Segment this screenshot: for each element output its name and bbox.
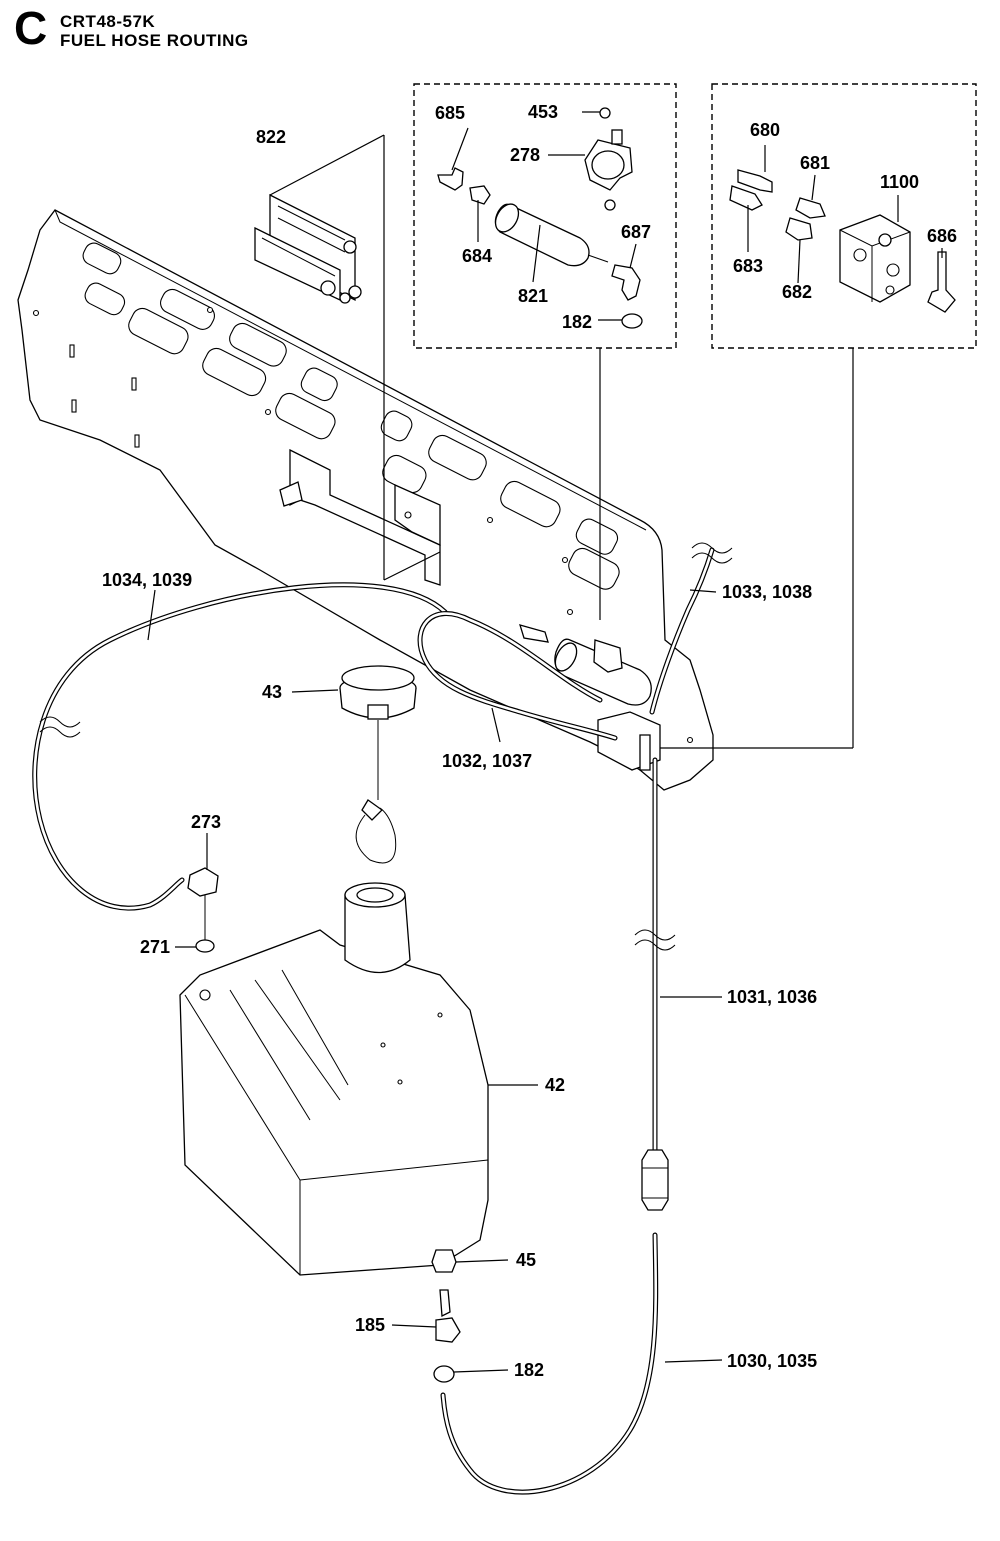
- part-822-module: [254, 193, 362, 304]
- callout-1030-1035: 1030, 1035: [727, 1351, 817, 1371]
- leader-lines: [147, 589, 723, 1373]
- fuel-cap-43: [339, 665, 417, 864]
- model-number: CRT48-57K: [60, 12, 156, 31]
- callout-42: 42: [545, 1075, 565, 1095]
- section-letter: C: [14, 2, 48, 54]
- callout-686: 686: [927, 226, 957, 246]
- callout-273: 273: [191, 812, 221, 832]
- mounting-plate: [17, 209, 714, 791]
- callout-43: 43: [262, 682, 282, 702]
- callout-182-lower: 182: [514, 1360, 544, 1380]
- callout-822: 822: [256, 127, 286, 147]
- inline-fuel-filter: [641, 1149, 669, 1211]
- callout-685: 685: [435, 103, 465, 123]
- callout-683: 683: [733, 256, 763, 276]
- inset-box-valve-block: [711, 83, 977, 349]
- part-273-271-fittings: [187, 867, 219, 953]
- callout-182-inset: 182: [562, 312, 592, 332]
- callout-821: 821: [518, 286, 548, 306]
- callout-453: 453: [528, 102, 558, 122]
- callout-681: 681: [800, 153, 830, 173]
- callout-1031-1036: 1031, 1036: [727, 987, 817, 1007]
- callout-1032-1037: 1032, 1037: [442, 751, 532, 771]
- inset-fuel-pump-parts: [437, 107, 643, 329]
- assembled-pump-and-valve: [519, 624, 661, 771]
- callout-45: 45: [516, 1250, 536, 1270]
- callout-278: 278: [510, 145, 540, 165]
- page-title: FUEL HOSE ROUTING: [60, 31, 249, 50]
- inset-valve-block-parts: [729, 169, 956, 313]
- callout-271: 271: [140, 937, 170, 957]
- callout-1034-1039: 1034, 1039: [102, 570, 192, 590]
- fuel-tank-42: [179, 882, 489, 1276]
- callout-1033-1038: 1033, 1038: [722, 582, 812, 602]
- callout-684: 684: [462, 246, 492, 266]
- callout-1100: 1100: [880, 172, 919, 192]
- callout-680: 680: [750, 120, 780, 140]
- callout-185: 185: [355, 1315, 385, 1335]
- lower-fittings: [431, 1249, 461, 1383]
- inset-box-fuel-pump: [413, 83, 677, 349]
- callout-687: 687: [621, 222, 651, 242]
- callout-682: 682: [782, 282, 812, 302]
